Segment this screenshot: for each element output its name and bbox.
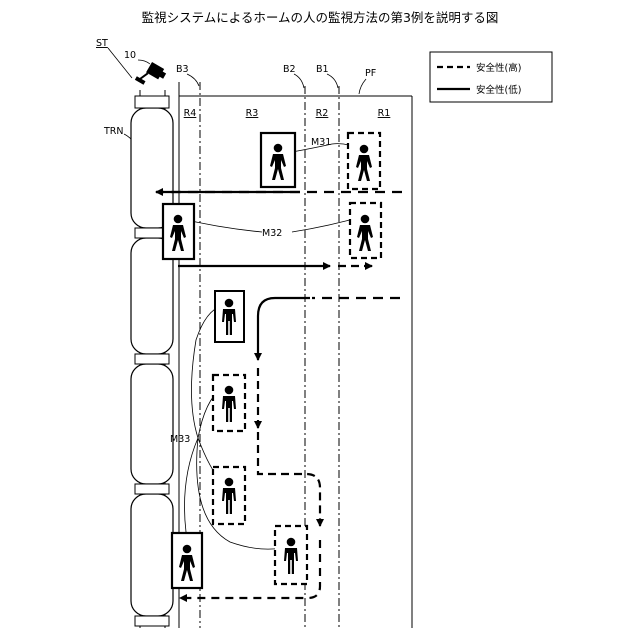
legend-high-label: 安全性(高) (476, 62, 521, 74)
train-label: TRN (103, 126, 124, 137)
person-m33-low (172, 533, 202, 588)
coupler (135, 354, 169, 364)
b1-leader-line (327, 74, 338, 88)
boundary-label-b1: B1 (316, 64, 329, 75)
station-label: ST (96, 38, 108, 49)
path-long-dashed-right (258, 432, 320, 526)
m32-label: M32 (262, 228, 282, 239)
m33-label: M33 (170, 434, 190, 445)
person-m33-a (215, 291, 244, 342)
region-label-r3: R3 (246, 108, 259, 119)
m31-label: M31 (311, 137, 331, 148)
coupler (135, 484, 169, 494)
person-m33-b (213, 375, 245, 431)
person-m31-high (348, 133, 380, 189)
b2-leader-line (294, 74, 304, 88)
boundary-label-b2: B2 (283, 64, 296, 75)
camera-icon (135, 59, 168, 92)
legend: 安全性(高) 安全性(低) (430, 52, 552, 102)
pf-leader-line (359, 79, 366, 94)
coupler (135, 96, 169, 108)
train (131, 90, 173, 628)
person-m33-c (213, 467, 245, 524)
region-label-r1: R1 (378, 108, 391, 119)
person-m33-d (275, 526, 307, 584)
b3-leader-line (187, 74, 199, 86)
boundary-label-b3: B3 (176, 64, 189, 75)
region-label-r2: R2 (316, 108, 329, 119)
coupler (135, 616, 169, 626)
person-m32-high (350, 203, 381, 258)
person-m31-low (261, 133, 295, 187)
camera-ref-label: 10 (124, 50, 136, 61)
camera-leader-line (138, 60, 150, 64)
path-long-solid (258, 298, 310, 360)
train-car-3 (131, 364, 173, 484)
train-car-4 (131, 494, 173, 616)
region-label-r4: R4 (184, 108, 197, 119)
person-m32-low (163, 204, 194, 259)
figure-title: 監視システムによるホームの人の監視方法の第3例を説明する図 (142, 10, 499, 25)
legend-low-label: 安全性(低) (476, 84, 521, 96)
platform-label: PF (365, 68, 376, 79)
